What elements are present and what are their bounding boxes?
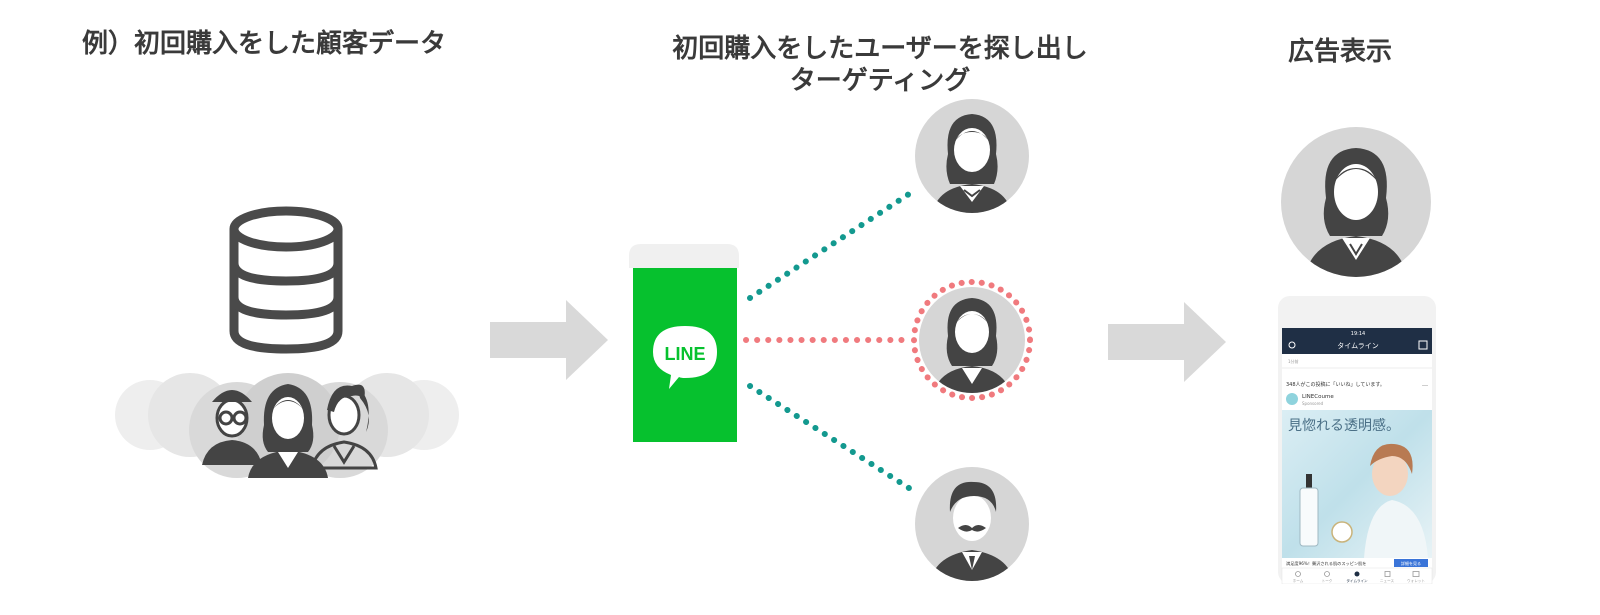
account-sub: Sponsored <box>1302 401 1324 406</box>
line-phone: LINE <box>629 244 741 444</box>
ad-phone: 19:14 タイムライン 1分前 348人がこの投稿に「いいね」しています。 …… <box>1278 296 1436 584</box>
phone-header-title: タイムライン <box>1337 341 1379 350</box>
notice-small: 1分前 <box>1288 358 1299 364</box>
connector-top <box>747 189 915 301</box>
user-avatar-icon <box>914 98 1030 214</box>
targeting-connectors <box>740 180 920 500</box>
nav-home-icon <box>1295 571 1301 577</box>
targeting-heading-line2: ターゲティング <box>789 66 971 96</box>
nav-timeline: タイムライン <box>1346 578 1368 583</box>
database-icon <box>226 205 346 355</box>
targeting-heading-line1: 初回購入をしたユーザーを探し出し <box>672 34 1088 64</box>
ad-detail-button-label: 詳細を見る <box>1401 560 1421 566</box>
line-logo-text: LINE <box>664 344 705 364</box>
targeting-heading: 初回購入をしたユーザーを探し出し ターゲティング <box>590 33 1170 97</box>
connector-bottom <box>747 383 915 493</box>
account-avatar <box>1286 393 1298 405</box>
user-avatar-icon <box>914 466 1030 582</box>
customer-group <box>112 370 462 480</box>
nav-wallet: ウォレット <box>1407 578 1425 583</box>
nav-wallet-icon <box>1412 571 1420 577</box>
ad-caption: 満足度96%！贅沢される肌のスッピン肌を <box>1286 560 1367 567</box>
nav-talk: トーク <box>1322 578 1333 583</box>
svg-text:…: … <box>1422 381 1428 388</box>
arrow-right-icon <box>1108 302 1228 382</box>
liked-text: 348人がこの投稿に「いいね」しています。 <box>1286 381 1385 388</box>
nav-home: ホーム <box>1293 578 1304 583</box>
user-avatar-icon <box>910 278 1034 402</box>
ad-headline: 見惚れる透明感。 <box>1288 417 1400 434</box>
nav-talk-icon <box>1324 571 1330 577</box>
nav-timeline-icon <box>1354 571 1360 577</box>
arrow-right-icon <box>490 300 610 380</box>
line-logo-icon: LINE <box>653 326 717 389</box>
ad-detail-button[interactable] <box>1394 559 1428 567</box>
grid-icon <box>1418 340 1428 350</box>
nav-news-icon <box>1384 571 1391 577</box>
nav-news: ニュース <box>1380 578 1395 583</box>
account-name: LINECoume <box>1302 394 1334 400</box>
bell-icon <box>1288 341 1296 349</box>
ad-display-heading: 広告表示 <box>1287 37 1392 67</box>
customer-data-heading: 例）初回購入をした顧客データ <box>82 29 447 59</box>
customer-avatar-icon <box>202 390 262 465</box>
status-time: 19:14 <box>1351 331 1365 337</box>
user-avatar-icon <box>1280 126 1432 278</box>
